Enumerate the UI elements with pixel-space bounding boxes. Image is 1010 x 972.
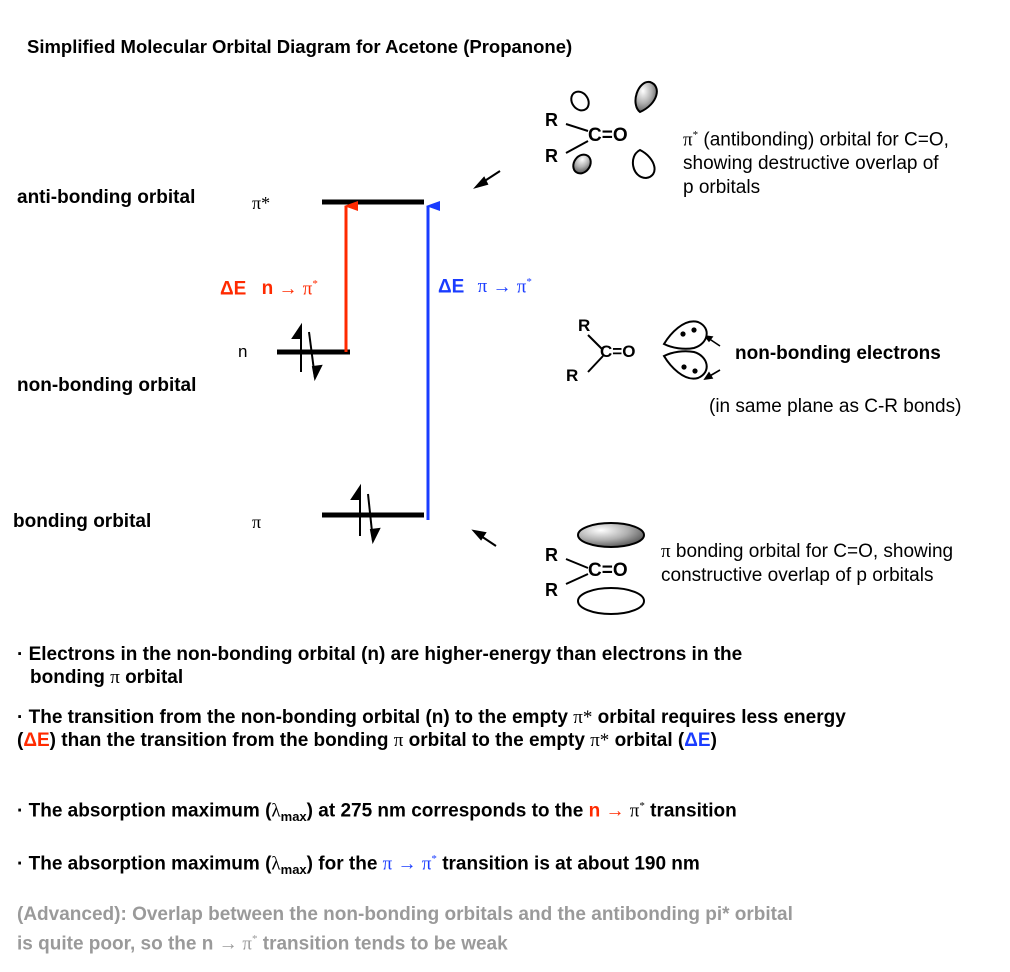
pi-carbonyl: C=O bbox=[588, 560, 628, 581]
pi-to-pistar-label: ΔE π → π* bbox=[438, 276, 532, 298]
antibonding-symbol: π* bbox=[252, 193, 271, 213]
n-to-pistar-label: ΔE n → π* bbox=[220, 278, 318, 300]
nonbonding-electron-pair bbox=[291, 322, 323, 382]
bullet-2: · The transition from the non-bonding or… bbox=[17, 707, 846, 751]
pi-description: π bonding orbital for C=O, showing const… bbox=[661, 541, 954, 586]
nonbonding-molecule bbox=[587, 320, 708, 380]
pistar-description: π* (antibonding) orbital for C=O, showin… bbox=[683, 129, 949, 199]
pi-r-bottom: R bbox=[545, 580, 558, 600]
nonbonding-symbol: n bbox=[238, 342, 248, 361]
pi-molecule bbox=[565, 522, 645, 615]
transition-arrow-blue: → bbox=[492, 276, 512, 298]
antibonding-orbital-label: anti-bonding orbital bbox=[17, 187, 196, 208]
bullet-4: · The absorption maximum (λmax) for the … bbox=[17, 853, 700, 878]
pi-pointer-arrow bbox=[471, 529, 497, 547]
pistar-lobe-o-bottom bbox=[631, 148, 656, 180]
bonding-symbol: π bbox=[252, 512, 262, 532]
advanced-note: (Advanced): Overlap between the non-bond… bbox=[17, 904, 793, 955]
nb-r-top: R bbox=[578, 316, 591, 335]
transition-pi-from: π bbox=[477, 276, 488, 298]
pistar-lobe-o-top bbox=[634, 80, 658, 114]
pi-lobe-bottom bbox=[577, 587, 645, 615]
delta-e-blue: ΔE bbox=[438, 276, 465, 298]
pistar-r-top: R bbox=[545, 110, 558, 130]
page-title: Simplified Molecular Orbital Diagram for… bbox=[27, 36, 573, 57]
delta-e-red: ΔE bbox=[220, 278, 247, 300]
lone-pair-pointer-arrows bbox=[703, 334, 721, 381]
nonbonding-electrons-subtitle: (in same plane as C-R bonds) bbox=[709, 396, 962, 417]
pistar-lobe-c-bottom bbox=[572, 153, 592, 175]
nb-carbonyl: C=O bbox=[600, 342, 636, 361]
pi-r-top: R bbox=[545, 545, 558, 565]
nonbonding-orbital-label: non-bonding orbital bbox=[17, 375, 197, 396]
pistar-molecule bbox=[565, 80, 658, 180]
nonbonding-electrons-title: non-bonding electrons bbox=[735, 343, 941, 364]
bonding-orbital-label: bonding orbital bbox=[13, 511, 152, 532]
bullet-3: · The absorption maximum (λmax) at 275 n… bbox=[17, 800, 737, 825]
transition-arrow: → bbox=[278, 278, 298, 300]
transition-star-blue: * bbox=[526, 276, 532, 288]
bonding-electron-pair bbox=[350, 483, 381, 545]
transition-n: n bbox=[261, 278, 274, 300]
pistar-r-bottom: R bbox=[545, 146, 558, 166]
pi-lobe-top bbox=[577, 522, 645, 548]
transition-pi-to: π bbox=[516, 276, 527, 298]
pistar-carbonyl: C=O bbox=[588, 125, 628, 146]
pistar-pointer-arrow bbox=[473, 170, 501, 189]
bullet-1: · Electrons in the non-bonding orbital (… bbox=[17, 644, 743, 688]
transition-pi: π bbox=[302, 278, 313, 300]
transition-star: * bbox=[312, 278, 318, 290]
pistar-lobe-c-top bbox=[570, 90, 590, 112]
nb-r-bottom: R bbox=[566, 366, 579, 385]
